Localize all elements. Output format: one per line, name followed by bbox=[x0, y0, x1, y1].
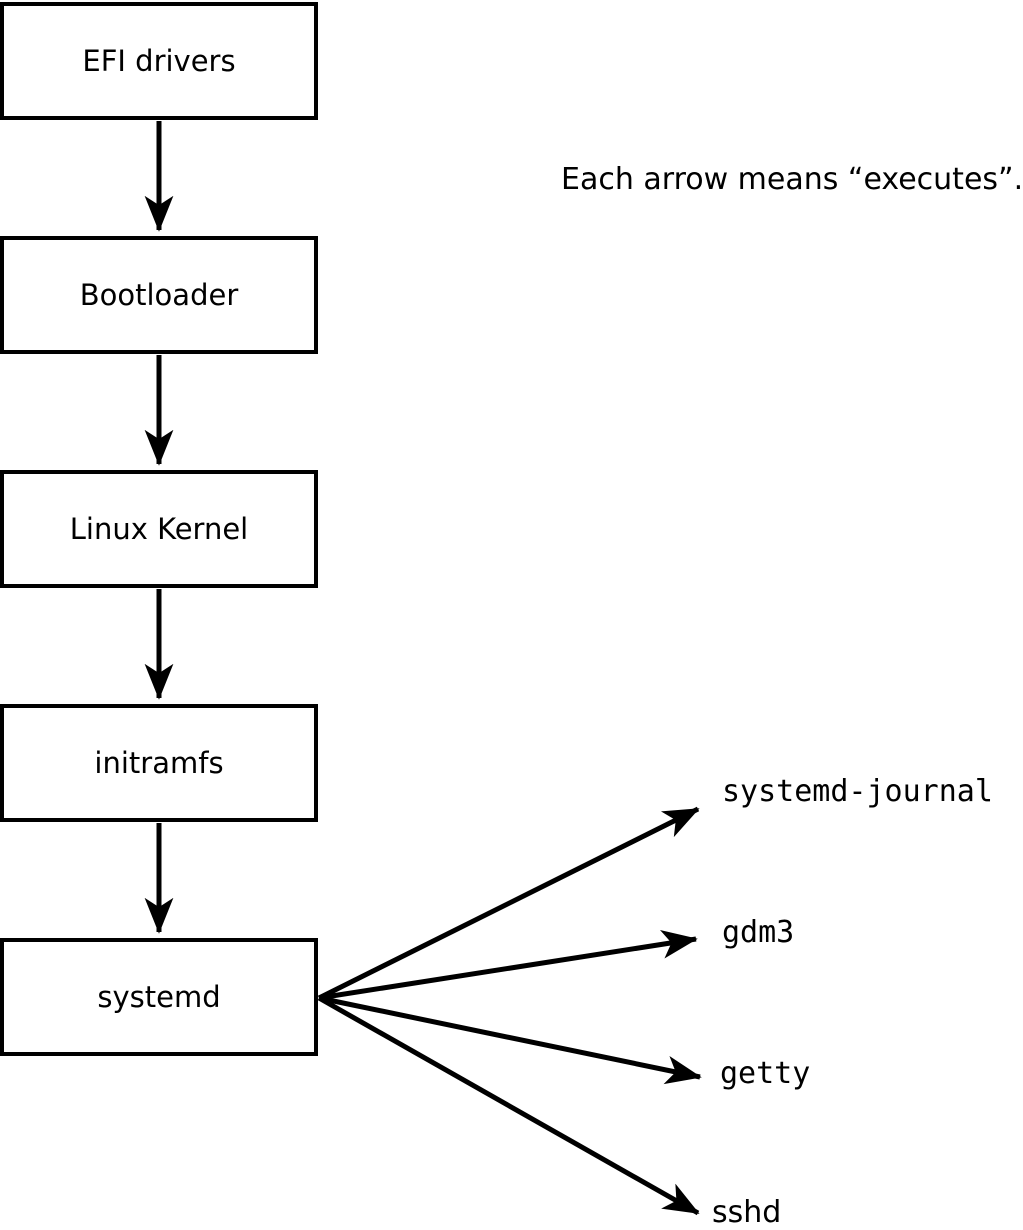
target-sshd: sshd bbox=[712, 1195, 782, 1230]
node-systemd-label: systemd bbox=[97, 979, 221, 1014]
node-linux-kernel-label: Linux Kernel bbox=[69, 511, 249, 546]
target-gdm3: gdm3 bbox=[722, 915, 795, 950]
arrow-systemd-to-gdm3 bbox=[318, 930, 698, 1001]
node-efi-drivers-label: EFI drivers bbox=[82, 43, 236, 78]
node-bootloader-label: Bootloader bbox=[79, 277, 239, 312]
node-bootloader: Bootloader bbox=[0, 236, 318, 354]
node-initramfs: initramfs bbox=[0, 704, 318, 822]
node-systemd: systemd bbox=[0, 938, 318, 1056]
target-systemd-journal: systemd-journal bbox=[722, 774, 993, 809]
arrow-systemd-to-getty bbox=[318, 995, 702, 1085]
arrow-systemd-to-journal bbox=[317, 806, 700, 1001]
node-efi-drivers: EFI drivers bbox=[0, 2, 318, 120]
arrow-systemd-to-sshd bbox=[317, 995, 700, 1216]
node-initramfs-label: initramfs bbox=[94, 745, 224, 780]
target-getty: getty bbox=[720, 1056, 811, 1091]
node-linux-kernel: Linux Kernel bbox=[0, 470, 318, 588]
legend-note: Each arrow means “executes”. bbox=[561, 162, 1023, 197]
